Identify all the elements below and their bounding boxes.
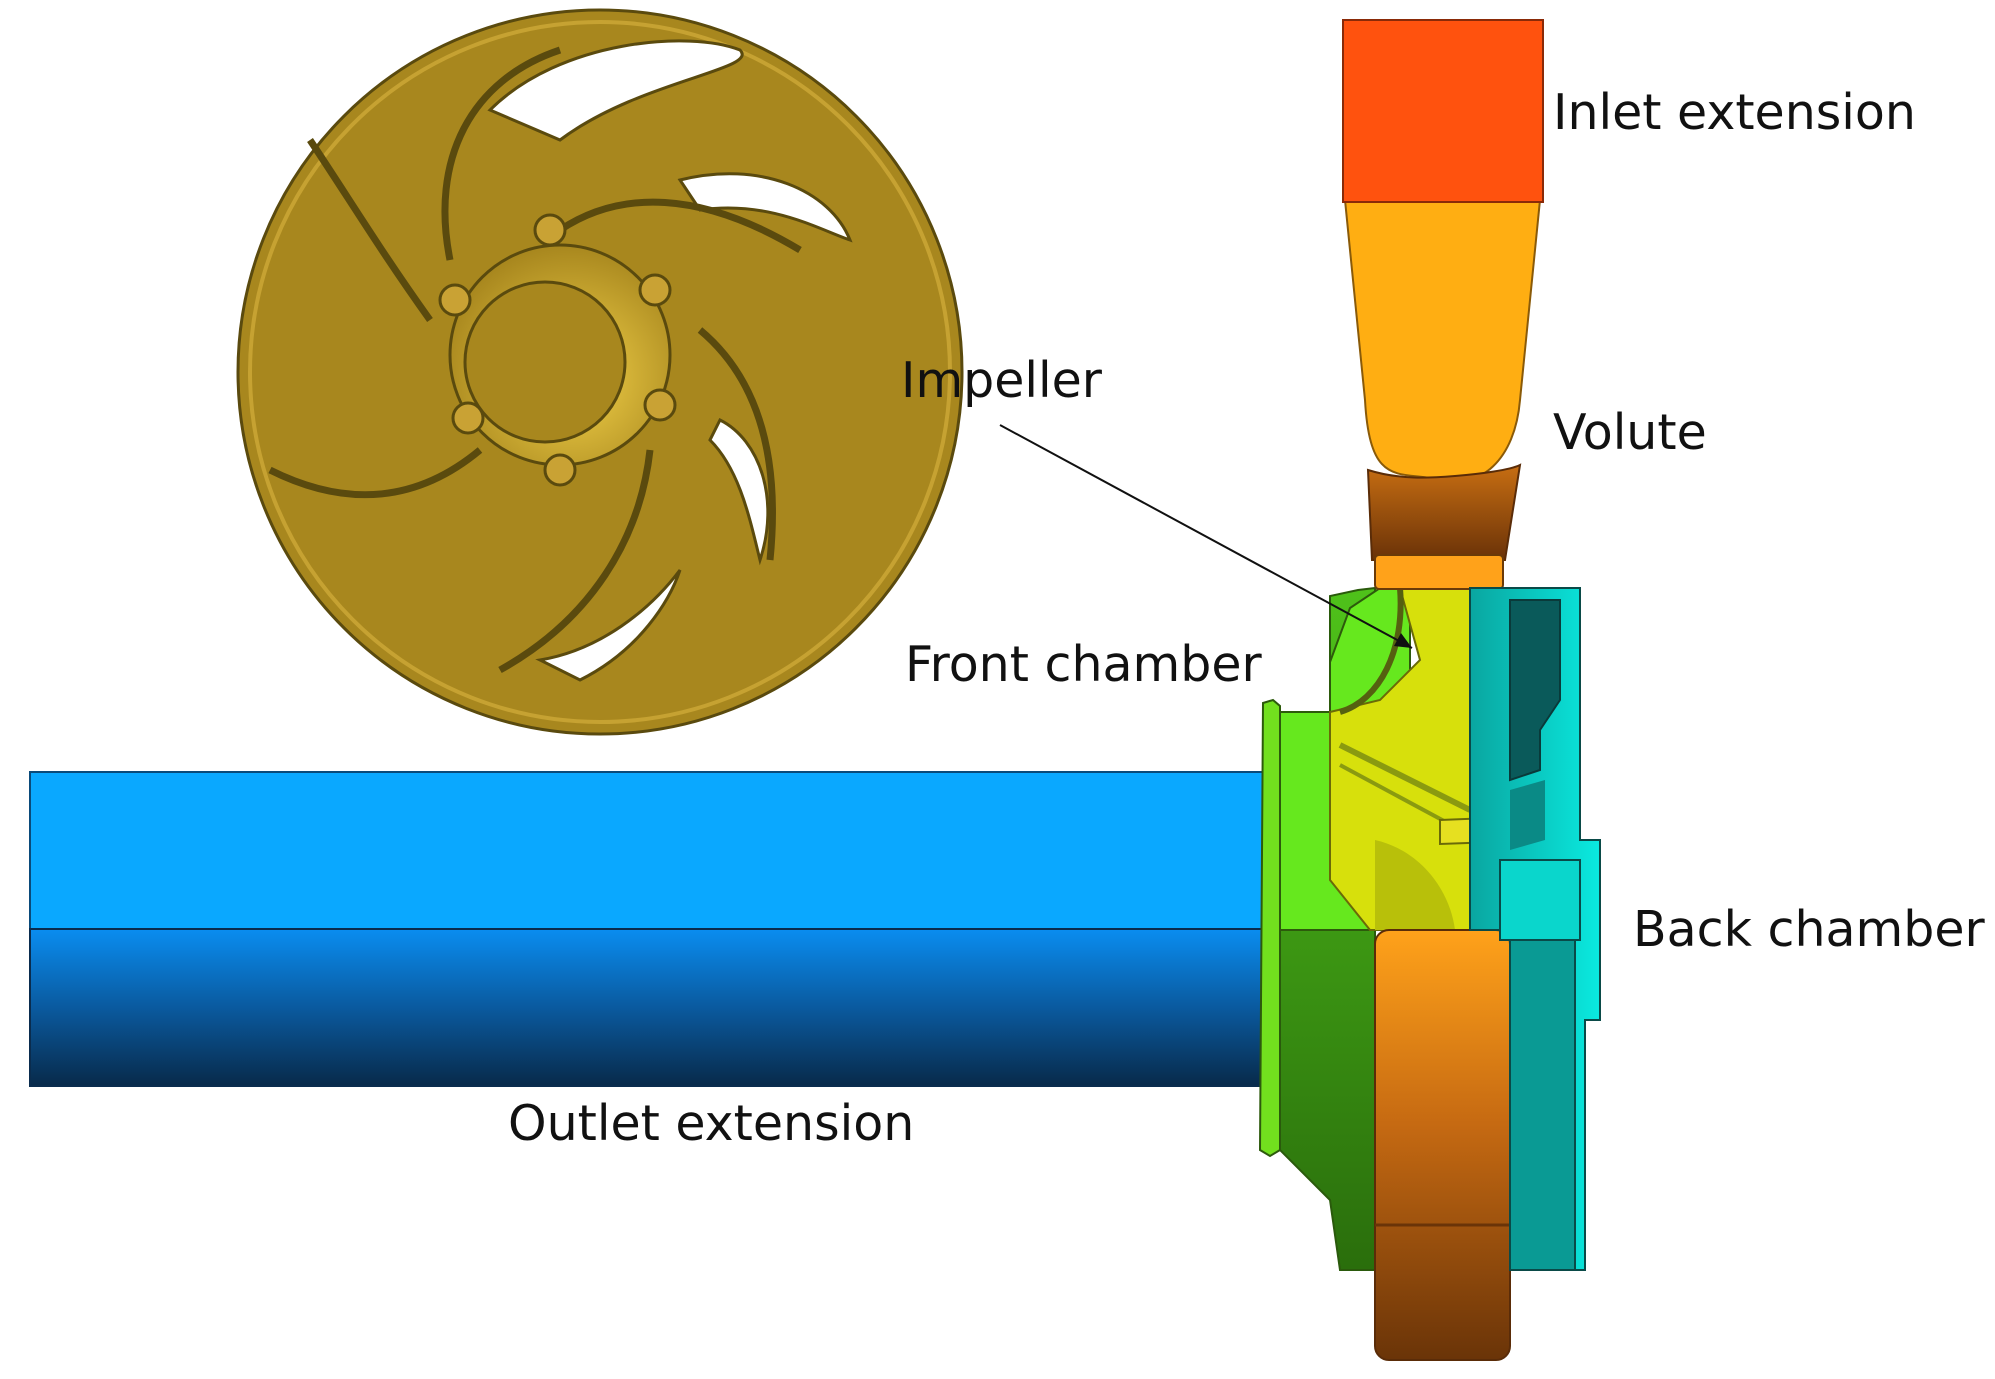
inlet-extension: [1342, 19, 1544, 203]
outlet-extension: [29, 771, 1281, 1087]
leader-arrowhead: [1394, 633, 1412, 648]
label-volute: Volute: [1553, 404, 1707, 461]
volute: [1343, 199, 1542, 1361]
back-chamber: [1469, 587, 1601, 1271]
label-back-chamber: Back chamber: [1633, 901, 1985, 958]
label-front-chamber: Front chamber: [905, 636, 1262, 693]
impeller-leader-line: [999, 424, 1413, 649]
impeller-3d: [236, 8, 964, 736]
label-inlet-extension: Inlet extension: [1553, 84, 1916, 141]
label-impeller: Impeller: [901, 352, 1102, 409]
label-outlet-extension: Outlet extension: [508, 1095, 915, 1152]
